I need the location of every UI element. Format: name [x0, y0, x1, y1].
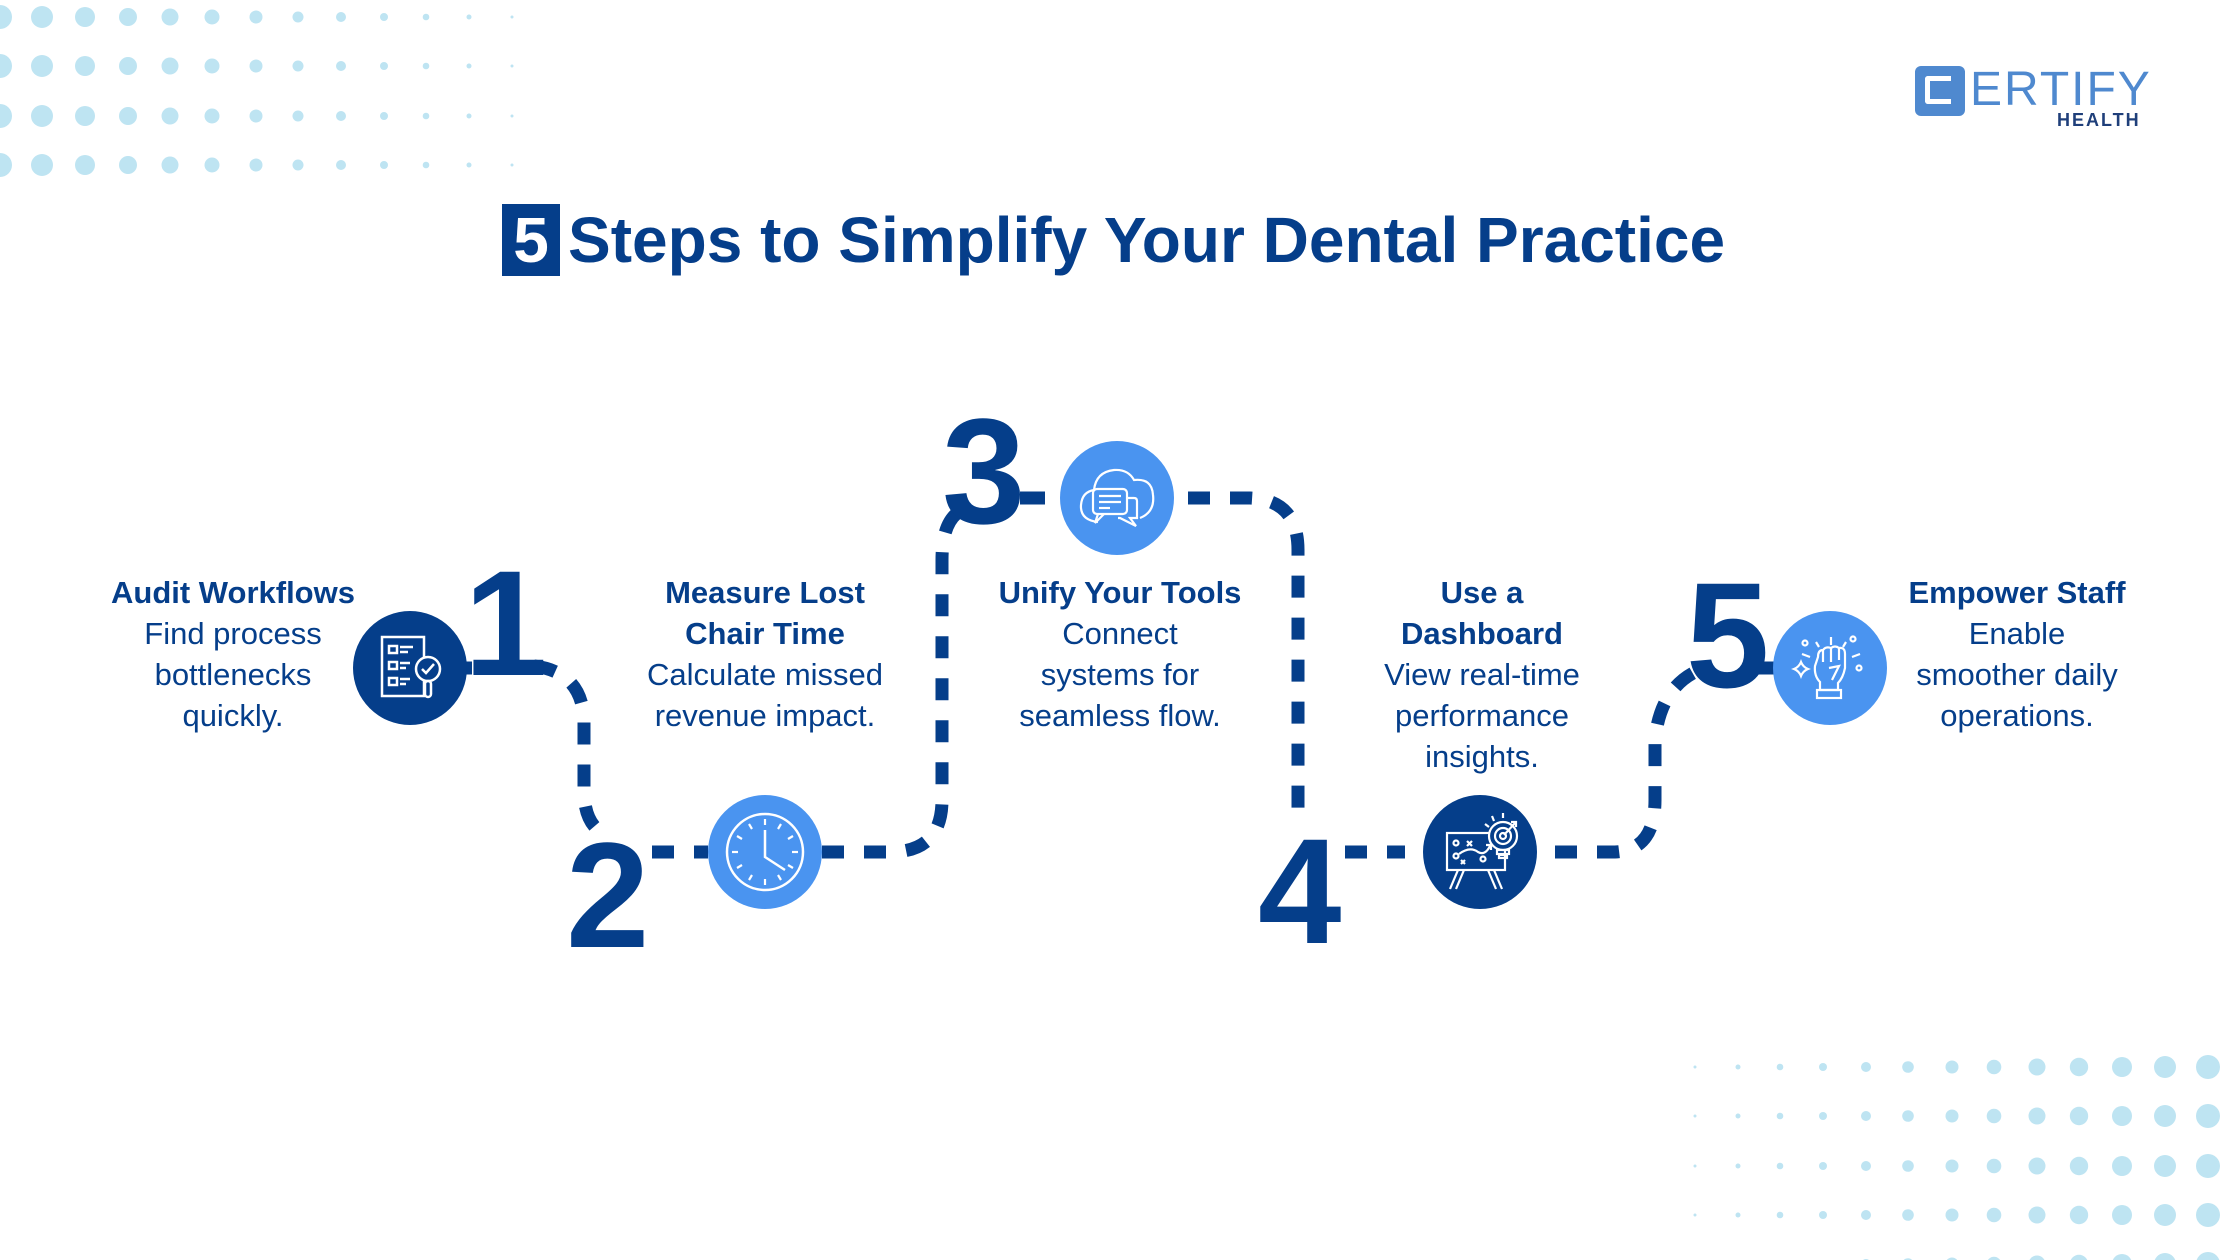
- step-4-text: Use a Dashboard View real-time performan…: [1352, 572, 1612, 777]
- step-3-description-line: systems for: [1040, 657, 1200, 692]
- step-1-description-line: quickly.: [182, 698, 284, 733]
- step-4-heading: Use a: [1440, 575, 1524, 610]
- step-2-description-line: Calculate missed: [646, 657, 884, 692]
- step-1-icon-circle: [353, 611, 467, 725]
- page-title: 5 Steps to Simplify Your Dental Practice: [502, 202, 1725, 278]
- step-1-text: Audit Workflows Find process bottlenecks…: [103, 572, 363, 736]
- step-5-description-line: Enable: [1968, 616, 2066, 651]
- step-4-description-line: insights.: [1425, 739, 1539, 774]
- step-2-text: Measure Lost Chair Time Calculate missed…: [620, 572, 910, 736]
- step-1-description-line: bottlenecks: [154, 657, 312, 692]
- path-segment-4-5: [1555, 666, 1699, 859]
- step-5-heading: Empower Staff: [1908, 575, 2126, 610]
- cloud-chat-icon: [1079, 468, 1155, 527]
- step-5-text: Empower Staff Enable smoother daily oper…: [1887, 572, 2147, 736]
- step-5-description-line: operations.: [1940, 698, 2094, 733]
- step-2-heading: Measure Lost: [665, 575, 865, 610]
- step-1-heading: Audit Workflows: [111, 575, 355, 610]
- step-2-description-line: revenue impact.: [654, 698, 876, 733]
- step-3-icon-circle: [1060, 441, 1174, 555]
- step-3-description-line: seamless flow.: [1019, 698, 1221, 733]
- path-segment-2-3: [822, 504, 966, 859]
- logo-wordmark: ERTIFY: [1970, 63, 2152, 116]
- step-2-number: 2: [566, 811, 650, 979]
- decorative-dots-bottom-right: [1693, 1055, 2220, 1260]
- step-1-number: 1: [464, 539, 548, 707]
- clock-icon: [725, 812, 805, 892]
- strategy-board-lightbulb-icon: [1445, 813, 1519, 890]
- step-3-number: 3: [942, 387, 1026, 555]
- certify-health-logo: ERTIFY HEALTH: [1915, 63, 2165, 130]
- step-4-icon-circle: [1423, 795, 1537, 909]
- step-4-description-line: performance: [1394, 698, 1570, 733]
- step-5-number: 5: [1686, 551, 1770, 719]
- step-5-icon-circle: [1773, 611, 1887, 725]
- step-4-description-line: View real-time: [1384, 657, 1580, 692]
- path-segment-1-2: [532, 659, 603, 835]
- step-1-description-line: Find process: [144, 616, 322, 651]
- step-3-description-line: Connect: [1062, 616, 1178, 651]
- path-segment-3-4: [1188, 491, 1305, 815]
- logo-c-mark: [1915, 66, 1965, 116]
- step-3-text: Unify Your Tools Connect systems for sea…: [985, 572, 1255, 736]
- step-3-heading: Unify Your Tools: [998, 575, 1242, 610]
- checklist-magnifier-icon: [380, 635, 442, 699]
- raised-fist-icon: [1791, 635, 1863, 700]
- step-2-icon-circle: [708, 795, 822, 909]
- step-5-description-line: smoother daily: [1916, 657, 2118, 692]
- logo-subtitle: HEALTH: [2057, 110, 2141, 130]
- step-4-number: 4: [1258, 807, 1342, 975]
- step-2-heading: Chair Time: [685, 616, 845, 651]
- title-text: Steps to Simplify Your Dental Practice: [568, 204, 1726, 276]
- decorative-dots-top-left: [0, 5, 514, 177]
- step-4-heading: Dashboard: [1401, 616, 1563, 651]
- title-number-badge: 5: [502, 204, 560, 276]
